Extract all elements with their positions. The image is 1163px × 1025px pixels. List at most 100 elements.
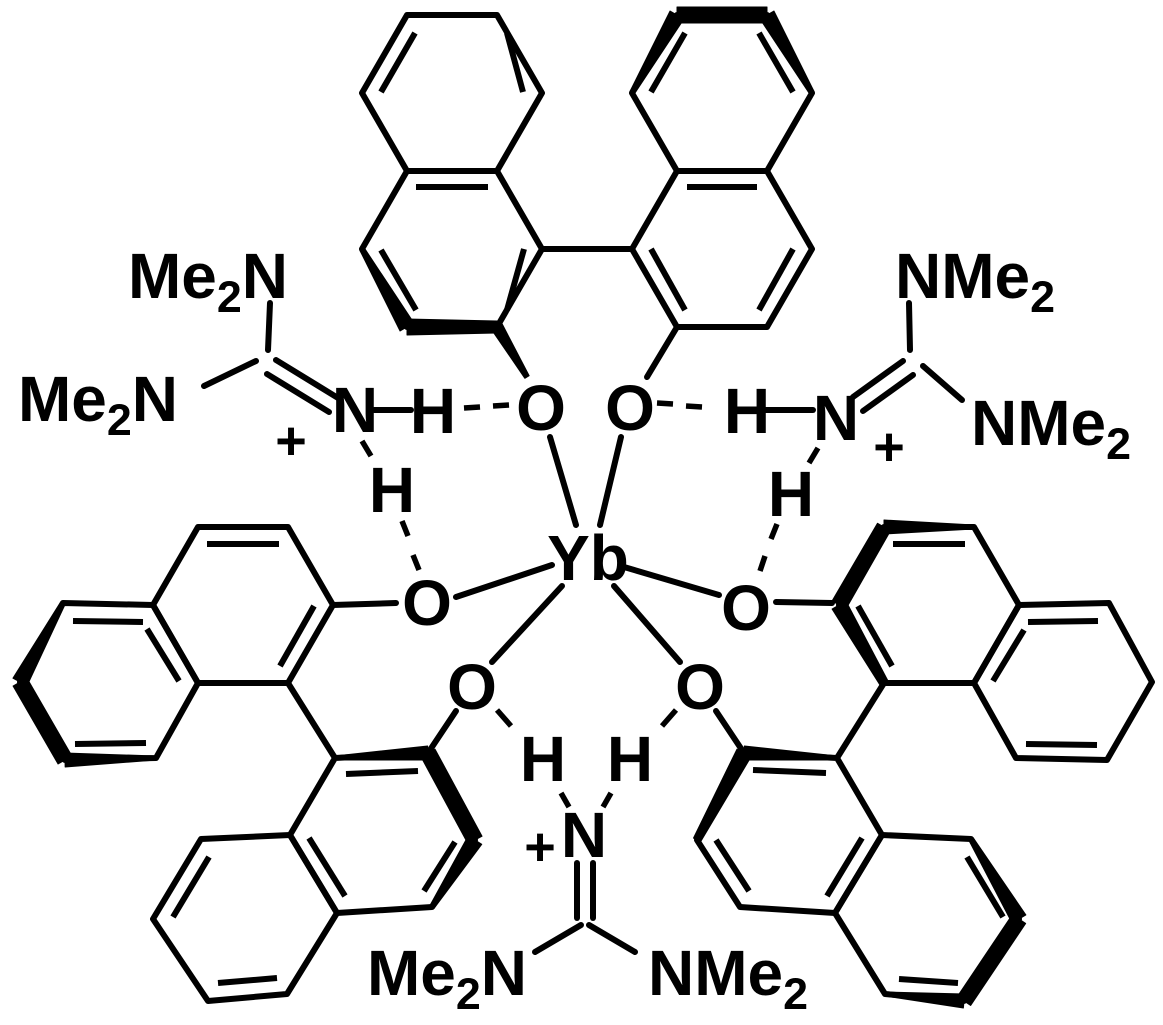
- bond-line: [170, 855, 212, 919]
- bond-line: [532, 922, 584, 955]
- o-top-right-label: O: [605, 372, 655, 444]
- ring-outline: [359, 12, 545, 174]
- bond-line: [201, 358, 259, 389]
- bond-line: [756, 31, 796, 94]
- bond-line: [713, 708, 747, 756]
- plus-bottom-label: +: [524, 817, 556, 877]
- nme2-mid-right-label: NMe2: [971, 387, 1131, 469]
- bond-line: [834, 680, 887, 761]
- bond-line: [659, 708, 679, 728]
- ring-outline: [150, 832, 340, 1004]
- h-bottom-right-label: H: [607, 723, 653, 795]
- bond-line: [489, 583, 565, 665]
- plus-right-label: +: [873, 417, 905, 477]
- h-top-right-label: H: [724, 375, 770, 447]
- me2n-top-left-label: Me2N: [128, 240, 288, 322]
- wedge-bond: [64, 752, 157, 768]
- bond-line: [850, 358, 906, 400]
- bond-line: [906, 300, 913, 353]
- bond-line: [656, 400, 674, 407]
- wedge-bond: [759, 10, 815, 95]
- bond-line: [806, 446, 821, 465]
- bond-line: [453, 562, 555, 600]
- bond-line: [410, 553, 422, 572]
- hydrogen-bond-dashes: [359, 400, 821, 809]
- nme2-bottom-label: NMe2: [648, 937, 808, 1019]
- bond-line: [265, 300, 273, 353]
- bond-line: [621, 564, 722, 598]
- n-left-label: N: [332, 374, 378, 446]
- bond-line: [586, 922, 638, 955]
- ring-outline: [971, 600, 1155, 763]
- n-bottom-label: N: [561, 799, 607, 871]
- nme2-top-right-label: NMe2: [895, 240, 1055, 322]
- bond-line: [399, 519, 411, 538]
- bond-line: [273, 357, 341, 401]
- bond-line: [648, 31, 688, 94]
- bond-line: [1027, 618, 1099, 625]
- bond-line: [752, 767, 827, 776]
- bond-line: [359, 439, 374, 458]
- me2n-mid-left-label: Me2N: [18, 363, 178, 445]
- bond-line: [920, 363, 965, 403]
- o-bottom-right-label: O: [675, 651, 725, 723]
- o-bottom-left-label: O: [447, 651, 497, 723]
- bond-line: [597, 434, 624, 528]
- bond-line: [600, 791, 614, 809]
- bond-line: [421, 840, 458, 893]
- h-bottom-left-label: H: [520, 723, 566, 795]
- h-mid-right-label: H: [768, 458, 814, 530]
- bond-line: [558, 791, 572, 809]
- wedge-bond: [968, 837, 1027, 924]
- stereo-wedge-bonds: [12, 6, 1027, 1009]
- bond-line: [773, 599, 835, 606]
- yb-label: Yb: [547, 522, 629, 594]
- o-mid-right-label: O: [721, 572, 771, 644]
- bond-line: [756, 247, 796, 312]
- wedge-bond: [956, 914, 1027, 1006]
- bond-line: [345, 768, 419, 777]
- wedge-bond: [629, 10, 685, 95]
- bond-line: [644, 324, 680, 380]
- bond-line: [860, 372, 916, 414]
- plus-left-label: +: [275, 411, 307, 471]
- aromatic-inner-lines: [72, 31, 1099, 986]
- o-top-left-label: O: [516, 372, 566, 444]
- bond-line: [504, 32, 526, 93]
- bond-line: [685, 403, 703, 410]
- bond-line: [330, 600, 399, 608]
- bond-lines: [201, 246, 965, 955]
- bond-line: [74, 740, 147, 747]
- wedge-bond: [420, 748, 483, 845]
- bond-line: [425, 708, 459, 756]
- bond-line: [757, 555, 768, 572]
- me2n-bottom-label: Me2N: [367, 937, 527, 1019]
- h-top-left-label: H: [410, 375, 456, 447]
- bond-line: [277, 604, 317, 668]
- bond-line: [855, 604, 895, 668]
- bond-line: [264, 371, 332, 415]
- wedge-bond: [676, 6, 768, 24]
- bond-line: [504, 248, 527, 311]
- wedge-bond: [692, 748, 752, 843]
- bond-line: [492, 402, 510, 409]
- bond-line: [463, 404, 481, 411]
- bond-line: [648, 247, 688, 312]
- bond-line: [217, 975, 278, 986]
- h-mid-left-label: H: [369, 454, 415, 526]
- bond-line: [494, 708, 514, 728]
- n-right-label: N: [813, 382, 859, 454]
- wedge-bond: [491, 323, 530, 379]
- wedge-bond: [831, 600, 889, 686]
- wedge-bond: [429, 835, 483, 909]
- bond-line: [1025, 741, 1098, 748]
- wedge-bond: [884, 991, 966, 1009]
- bond-line: [285, 680, 338, 761]
- bond-line: [824, 836, 865, 898]
- bond-line: [306, 836, 348, 898]
- bond-line: [378, 248, 419, 312]
- bond-line: [378, 31, 418, 94]
- bond-line: [990, 628, 1027, 683]
